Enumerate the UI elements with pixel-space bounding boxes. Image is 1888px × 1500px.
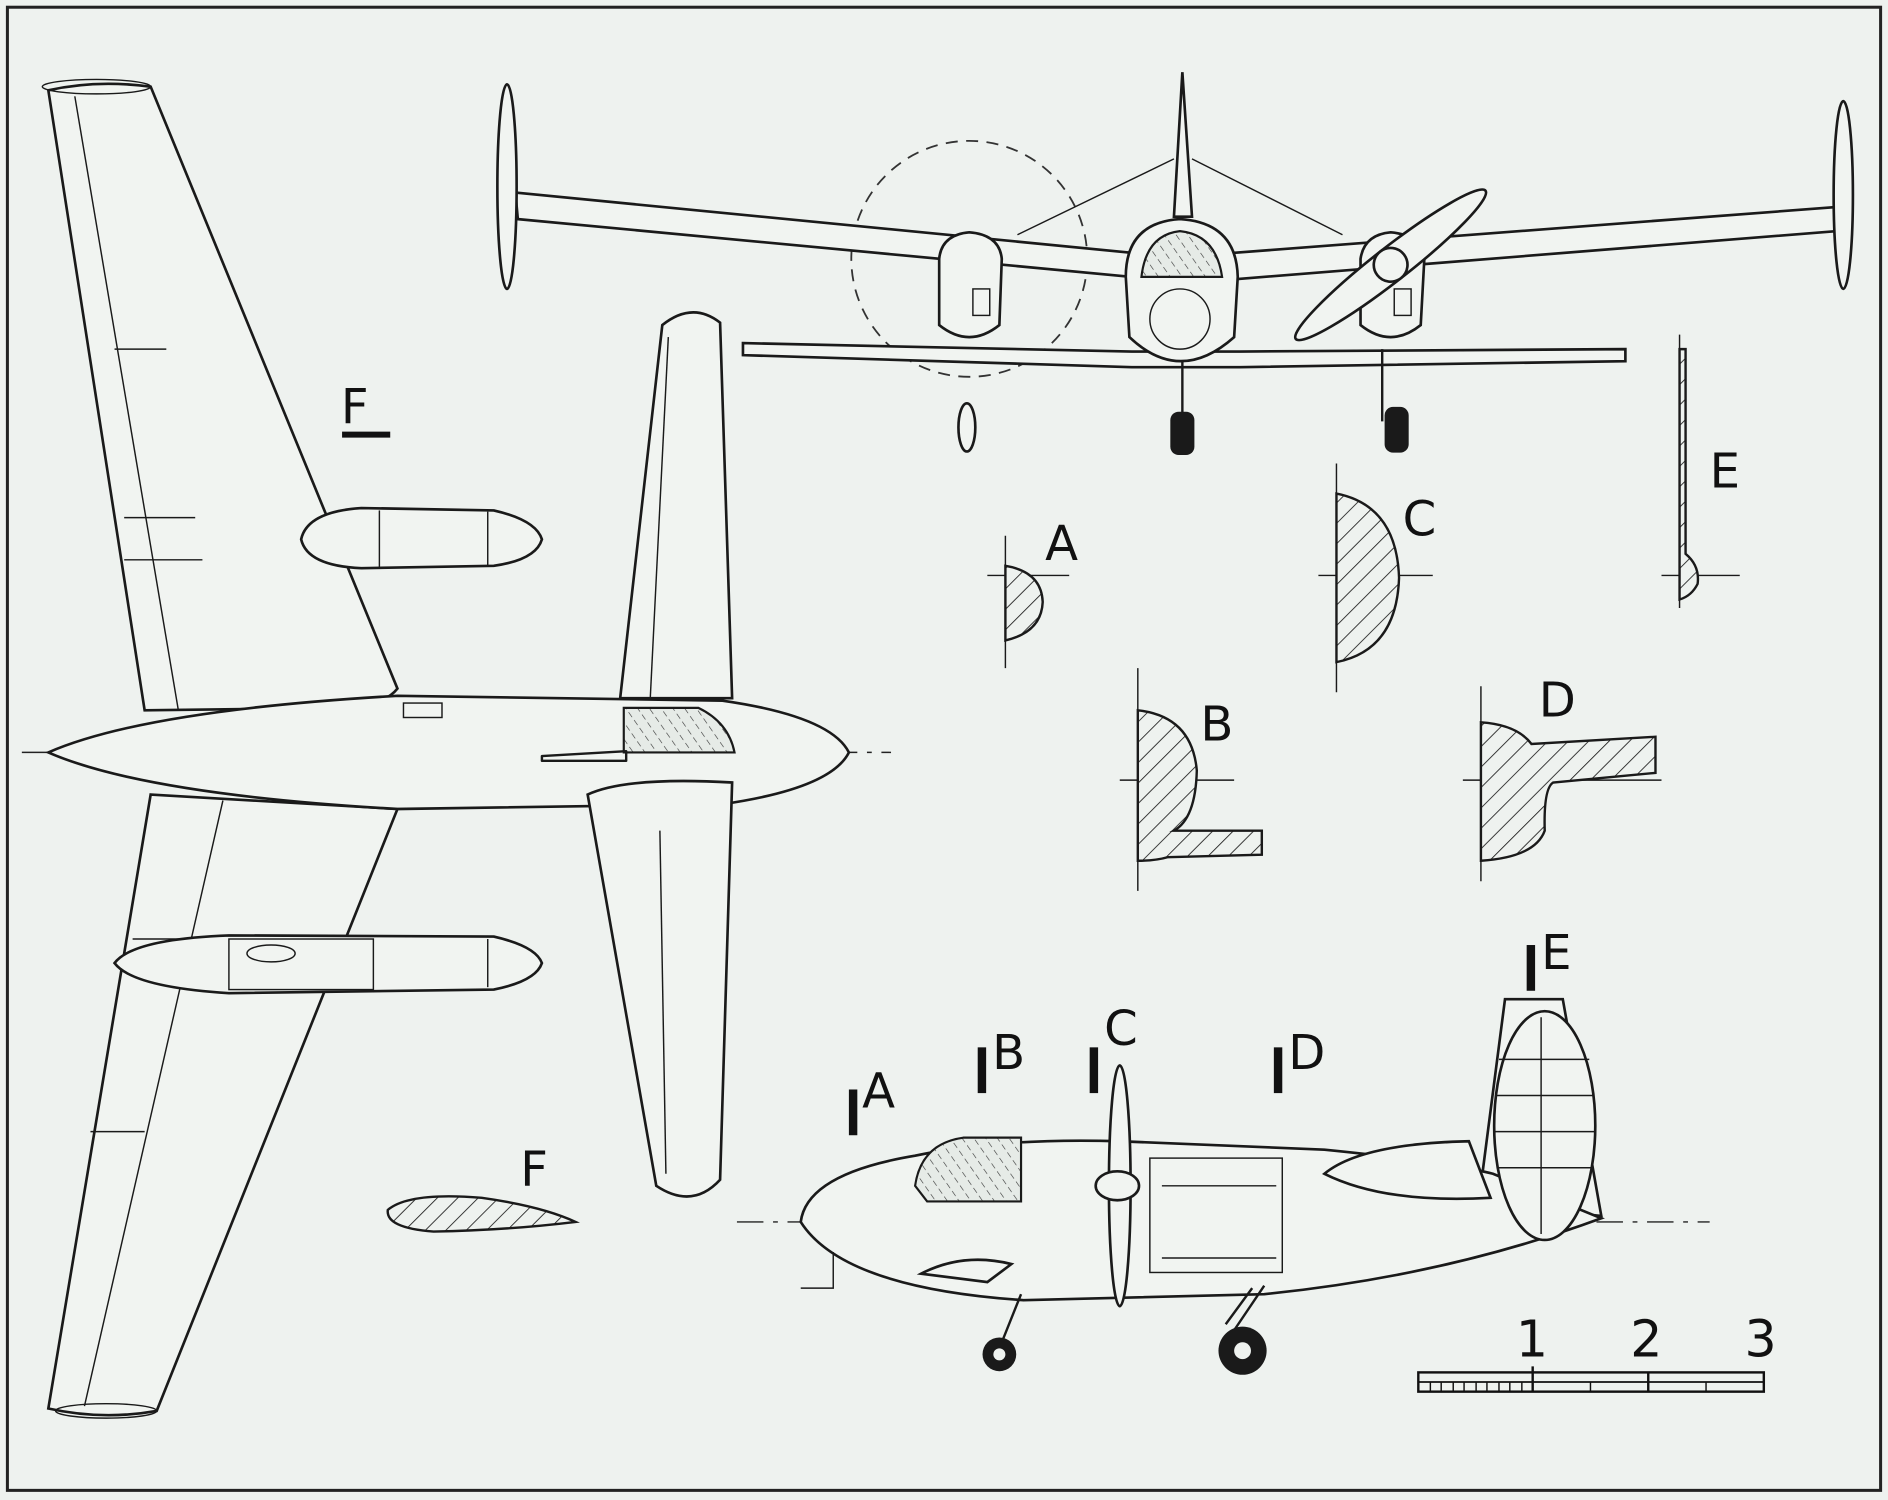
section-f-label: F [520,1142,548,1198]
station-e-label: E [1541,925,1571,981]
nose-wheel [1170,411,1195,456]
side-boom-fairing [1322,1139,1493,1201]
section-d [1479,721,1657,863]
section-e-label: E [1710,444,1740,500]
front-fin [1172,72,1194,219]
engine-cowling [1149,1157,1284,1274]
front-view [496,72,1855,456]
side-canopy [913,1136,1023,1203]
scale-tick-2: 2 [1630,1310,1662,1369]
front-nacelle-left [937,231,1004,339]
top-view-label: F [341,380,369,436]
plan-view: F [21,78,892,1419]
scale-bar: 1 2 3 [1417,1310,1777,1393]
propeller-blades [1293,188,1488,342]
section-a [1004,564,1044,642]
section-f [386,1195,580,1233]
section-b-label: B [1200,696,1233,752]
wingtip-fin-right [1832,99,1855,291]
front-wing-right [1232,205,1838,281]
scale-tick-3: 3 [1745,1310,1777,1369]
scale-tick-1: 1 [1516,1310,1548,1369]
main-wheel [1384,406,1409,453]
side-intake [916,1258,1015,1284]
section-e [1678,347,1700,602]
plan-canopy [622,706,736,754]
plan-tailplane-upper [618,311,734,700]
drawing-border [5,5,1883,1492]
plan-tailplane-lower [586,779,734,1198]
section-d-label: D [1539,672,1576,728]
front-wing-left [513,191,1134,279]
station-d-label: D [1288,1025,1325,1081]
side-rudder [1492,1009,1597,1242]
section-c [1335,492,1401,664]
section-a-label: A [1045,516,1078,572]
station-a-label: A [862,1064,895,1120]
side-view: A B C D E [736,925,1710,1375]
section-b [1136,708,1264,862]
section-c-label: C [1403,492,1437,548]
plan-nacelle-upper [299,506,544,570]
wingtip-fin-left [496,82,518,291]
plan-wing-lower [46,793,400,1417]
front-canopy [1140,230,1224,278]
station-c-label: C [1104,1001,1138,1057]
sections: A C E B D F [386,334,1740,1233]
station-b-label: B [992,1025,1025,1081]
plan-nacelle-lower [112,934,544,995]
